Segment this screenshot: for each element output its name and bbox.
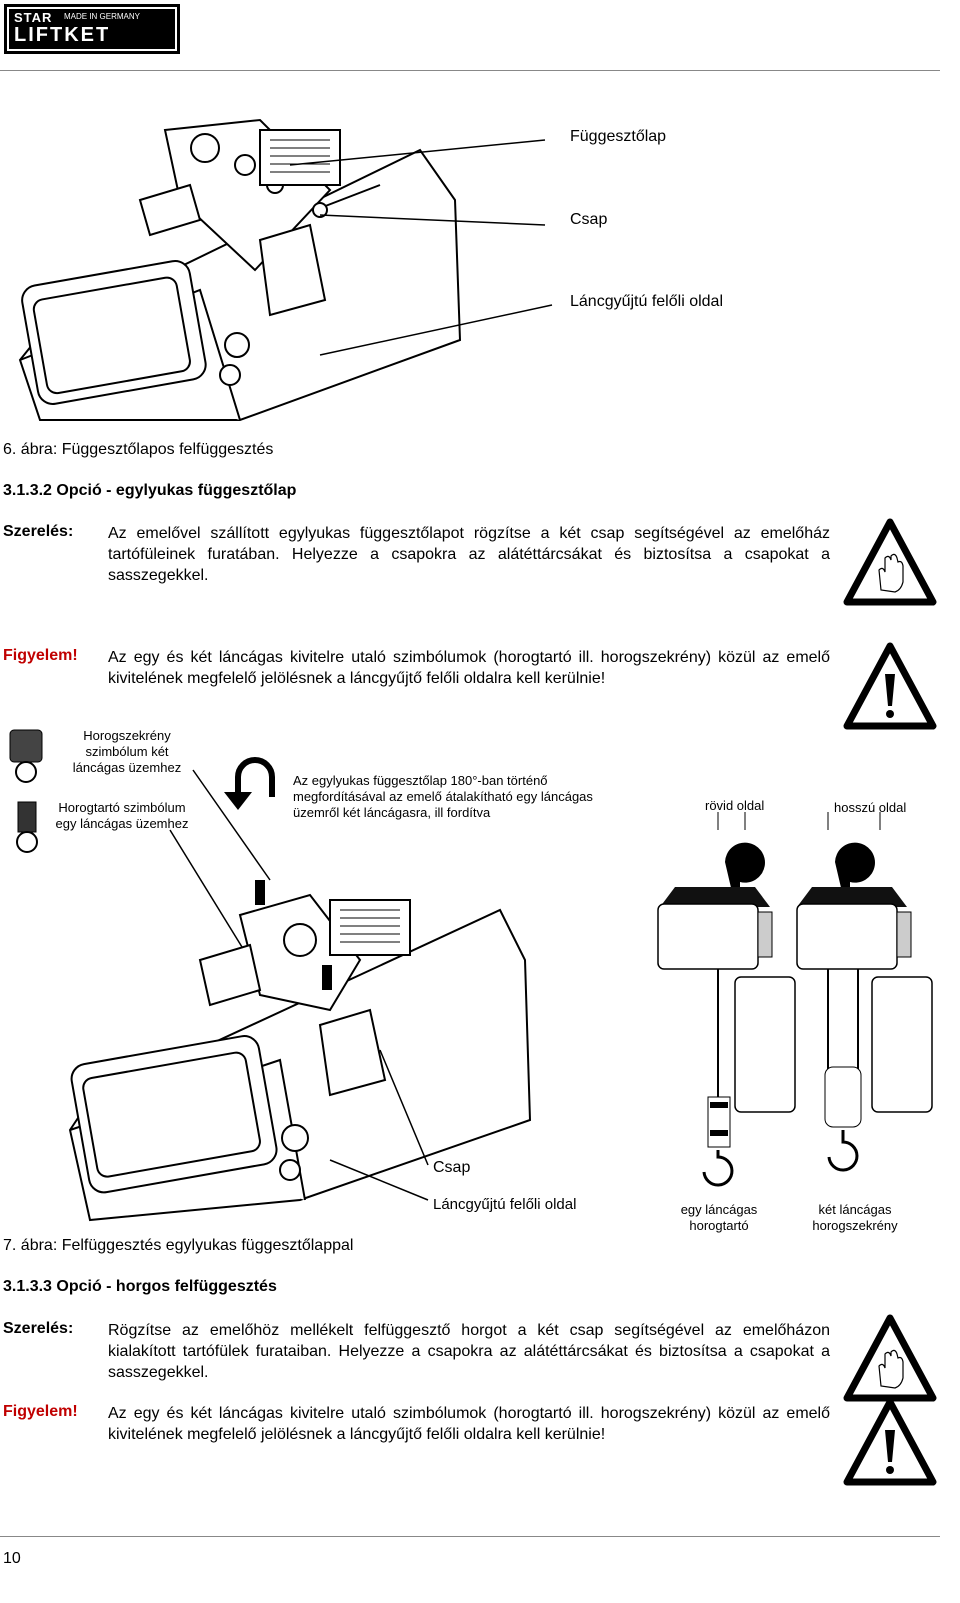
attention-text: Az egy és két láncágas kivitelre utaló s… bbox=[108, 649, 830, 687]
label-pin: Csap bbox=[570, 211, 608, 228]
fig7-chain-side-label: Láncgyűjtú felőli oldal bbox=[433, 1196, 577, 1213]
install-label-2: Szerelés: bbox=[3, 1320, 74, 1337]
rotate-note: Az egylyukas függesztőlap 180°-ban törté… bbox=[293, 773, 593, 820]
hoist-drawing-fig7 bbox=[68, 769, 532, 1222]
chain-hoist-illustrations bbox=[657, 812, 933, 1187]
header-rule bbox=[0, 70, 940, 71]
hoist-drawing-fig6 bbox=[18, 118, 553, 421]
symbol-one-fall: Horogtartó szimbólum egy láncágas üzemhe… bbox=[55, 800, 189, 831]
figure6-caption: 6. ábra: Függesztőlapos felfüggesztés bbox=[3, 441, 274, 458]
install-text-2: Rögzítse az emelőhöz mellékelt felfügges… bbox=[108, 1322, 830, 1381]
exclamation-warning-icon bbox=[843, 642, 937, 730]
attention-text-2: Az egy és két láncágas kivitelre utaló s… bbox=[108, 1405, 830, 1443]
symbol-two-fall: Horogszekrény szimbólum két láncágas üze… bbox=[72, 728, 182, 775]
long-side-label: hosszú oldal bbox=[834, 800, 907, 815]
logo-star: STAR bbox=[14, 10, 53, 25]
label-chain-side: Láncgyűjtú felőli oldal bbox=[570, 293, 723, 310]
two-fall-label: két láncágas horogszekrény bbox=[812, 1202, 898, 1233]
logo-tagline: MADE IN GERMANY bbox=[64, 12, 141, 21]
install-label: Szerelés: bbox=[3, 523, 74, 540]
install-text: Az emelővel szállított egylyukas függesz… bbox=[108, 525, 830, 584]
logo-brand: LIFTKET bbox=[14, 24, 111, 46]
fig7-pin-label: Csap bbox=[433, 1159, 471, 1176]
figure7-caption: 7. ábra: Felfüggesztés egylyukas függesz… bbox=[3, 1237, 354, 1254]
footer-rule bbox=[0, 1536, 940, 1537]
section-heading-3132: 3.1.3.2 Opció - egylyukas függesztőlap bbox=[3, 482, 297, 499]
attention-label: Figyelem! bbox=[3, 647, 78, 664]
hook-symbols-icon bbox=[9, 729, 43, 853]
exclamation-warning-icon-2 bbox=[843, 1398, 937, 1486]
short-side-label: rövid oldal bbox=[705, 798, 765, 813]
rotate-arrow-icon bbox=[224, 757, 275, 810]
one-fall-label: egy láncágas horogtartó bbox=[680, 1202, 758, 1233]
hand-warning-icon-2 bbox=[843, 1314, 937, 1402]
hand-warning-icon bbox=[843, 518, 937, 606]
liftket-logo: STAR MADE IN GERMANY LIFTKET bbox=[4, 4, 180, 54]
page-number: 10 bbox=[3, 1550, 21, 1567]
label-suspension-plate: Függesztőlap bbox=[570, 128, 667, 145]
section-heading-3133: 3.1.3.3 Opció - horgos felfüggesztés bbox=[3, 1278, 277, 1295]
attention-label-2: Figyelem! bbox=[3, 1403, 78, 1420]
